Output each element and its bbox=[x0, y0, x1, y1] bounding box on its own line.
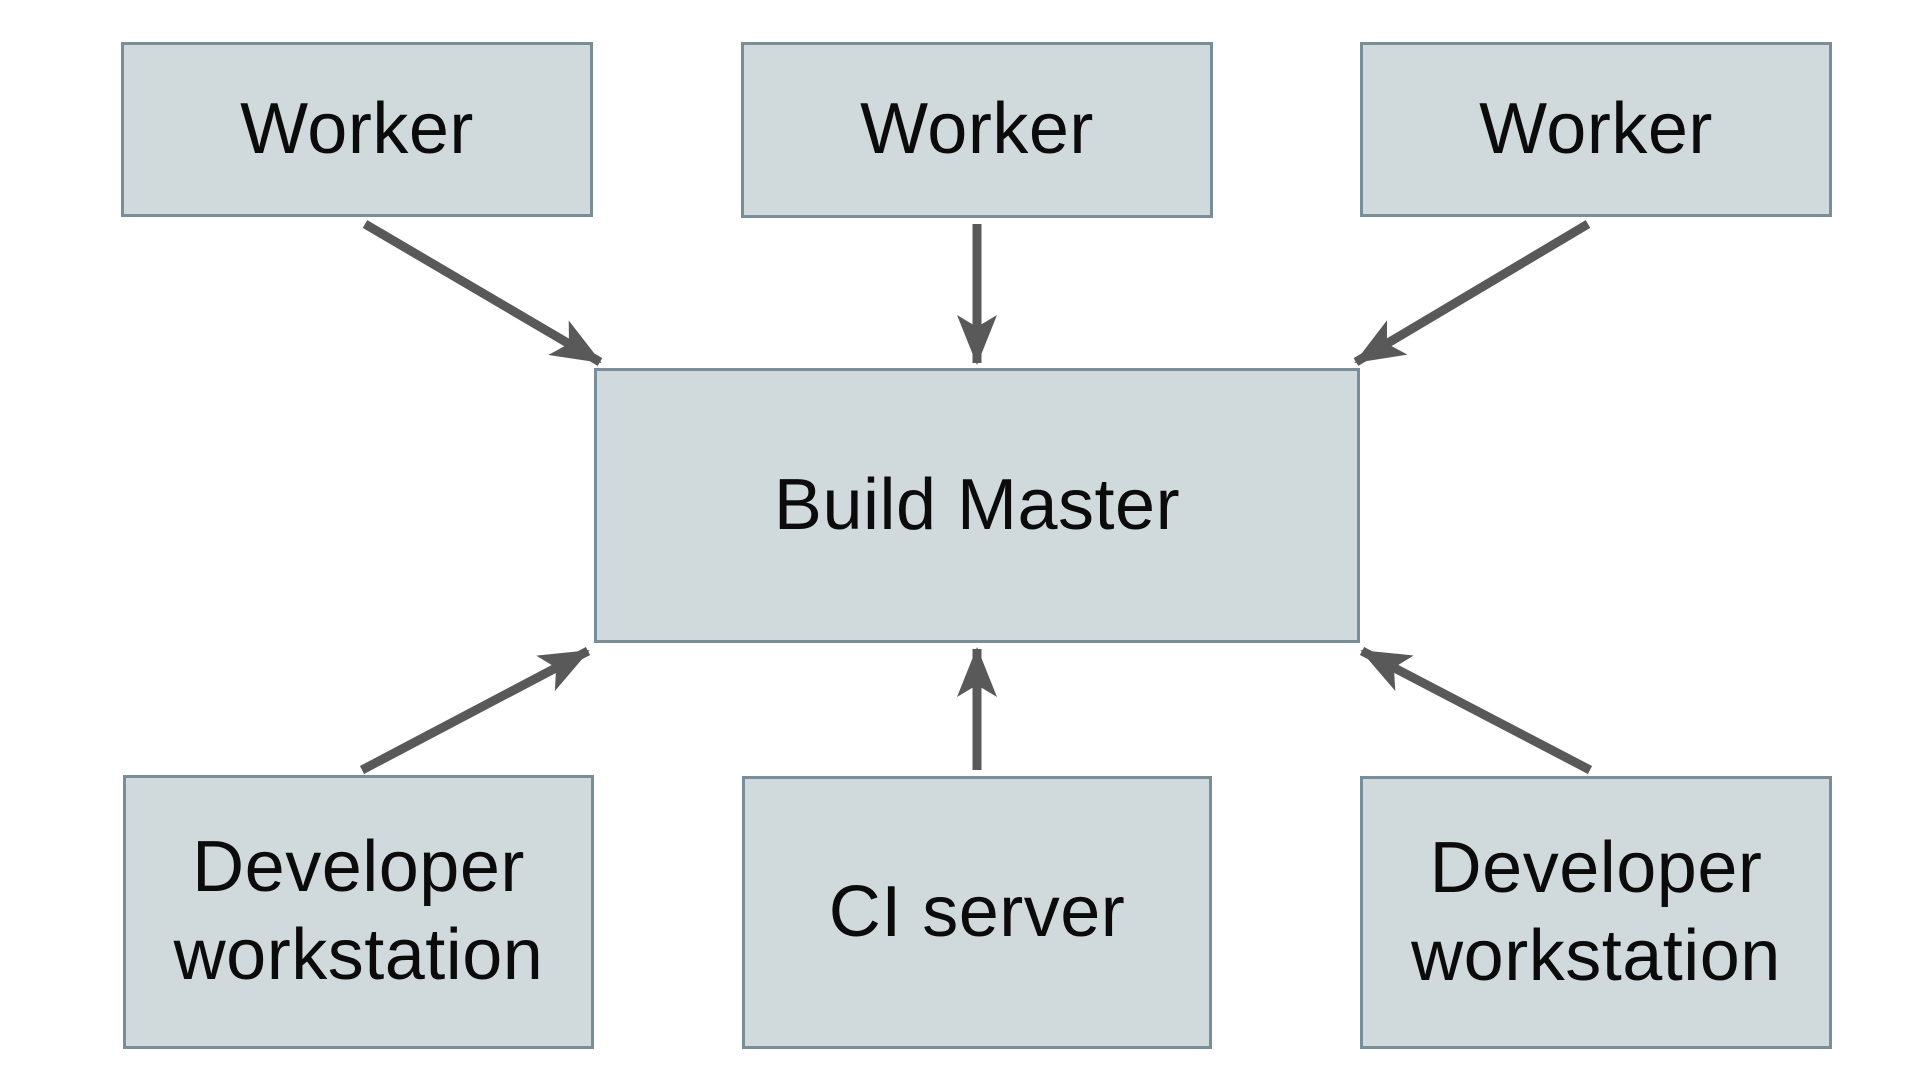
node-developer-workstation-right: Developer workstation bbox=[1360, 776, 1832, 1049]
node-worker-3-label: Worker bbox=[1479, 88, 1713, 169]
node-ci-server-label: CI server bbox=[828, 871, 1126, 952]
arrow-worker-1-to-build-master bbox=[362, 220, 603, 366]
node-developer-workstation-right-label: Developer workstation bbox=[1411, 827, 1781, 996]
node-worker-1-label: Worker bbox=[240, 88, 474, 169]
node-worker-2-label: Worker bbox=[860, 89, 1094, 170]
arrow-developer-workstation-right-to-build-master bbox=[1359, 647, 1593, 774]
node-developer-workstation-left-label: Developer workstation bbox=[173, 827, 544, 995]
arrow-developer-workstation-left-to-build-master bbox=[359, 647, 591, 774]
node-build-master: Build Master bbox=[594, 368, 1360, 643]
node-worker-3: Worker bbox=[1360, 42, 1832, 217]
node-developer-workstation-left: Developer workstation bbox=[123, 775, 594, 1049]
node-ci-server: CI server bbox=[742, 776, 1212, 1049]
arrow-worker-3-to-build-master bbox=[1353, 220, 1591, 366]
node-build-master-label: Build Master bbox=[773, 464, 1181, 545]
node-worker-2: Worker bbox=[741, 42, 1213, 218]
node-worker-1: Worker bbox=[121, 42, 593, 217]
